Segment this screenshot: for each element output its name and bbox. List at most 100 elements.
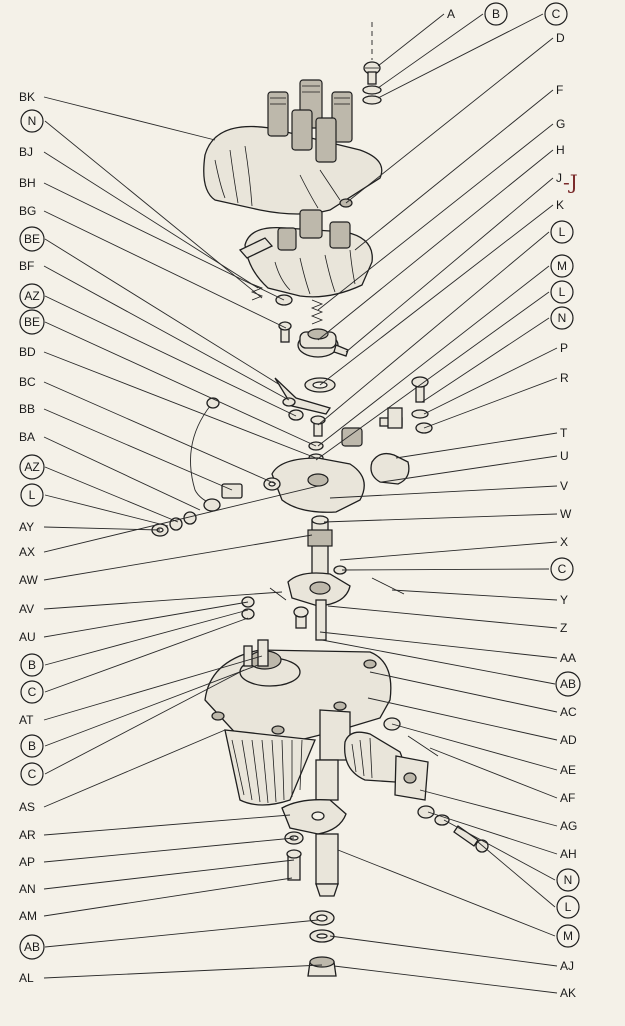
terminal-parts xyxy=(341,376,433,485)
part-label: U xyxy=(560,449,569,463)
left-label-column: BKNBJBHBGBEBFAZBEBDBCBBBAAZLAYAXAWAVAUBC… xyxy=(19,90,323,985)
leader-line xyxy=(43,837,295,863)
label-circle xyxy=(556,895,580,919)
part-label: B xyxy=(28,658,36,672)
label-circle xyxy=(556,868,580,892)
leader-line xyxy=(429,747,558,799)
leader-line xyxy=(43,351,317,459)
label-circle xyxy=(19,226,45,252)
leader-line xyxy=(317,231,550,426)
leader-line xyxy=(44,494,169,527)
leader-line xyxy=(43,210,287,329)
part-label: AV xyxy=(19,602,34,616)
leader-line xyxy=(319,631,558,659)
leader-line xyxy=(477,841,556,908)
part-label: AZ xyxy=(24,289,39,303)
part-label: N xyxy=(558,311,567,325)
part-label: BF xyxy=(19,259,34,273)
right-callout-a: A xyxy=(377,7,455,67)
screw-a xyxy=(362,61,382,105)
part-label: AC xyxy=(560,705,577,719)
part-label: AU xyxy=(19,630,36,644)
part-label: BB xyxy=(19,402,35,416)
left-callout-be: BE xyxy=(19,226,281,386)
right-callout-ak: AK xyxy=(333,965,576,1000)
leader-line xyxy=(43,151,259,289)
leader-line xyxy=(44,120,263,299)
leader-line xyxy=(43,526,161,531)
left-callout-av: AV xyxy=(19,591,283,616)
left-callout-as: AS xyxy=(19,729,226,814)
right-callout-p: P xyxy=(423,341,568,415)
leader-line xyxy=(43,485,319,553)
label-circle xyxy=(20,734,44,758)
right-callout-z: Z xyxy=(327,605,567,635)
part-label: AD xyxy=(560,733,577,747)
leader-line xyxy=(317,149,554,341)
rotor-body xyxy=(238,209,373,325)
handwritten-note: -J xyxy=(563,170,578,194)
leader-line xyxy=(345,177,554,353)
right-callout-w: W xyxy=(323,507,572,523)
leader-line xyxy=(391,589,558,601)
part-label: X xyxy=(560,535,568,549)
leader-line xyxy=(44,669,245,775)
leader-line xyxy=(391,723,558,771)
leader-line xyxy=(327,605,558,629)
left-callout-az: AZ xyxy=(19,454,179,523)
leader-line xyxy=(323,513,558,523)
left-callout-bk: BK xyxy=(19,90,216,141)
leader-line xyxy=(43,814,291,836)
leader-line xyxy=(329,485,558,499)
leader-line xyxy=(317,265,550,447)
left-washers xyxy=(241,596,309,629)
right-callout-t: T xyxy=(395,426,568,459)
part-label: AG xyxy=(560,819,577,833)
part-label: P xyxy=(560,341,568,355)
leader-line xyxy=(43,408,233,491)
part-label: J xyxy=(556,171,562,185)
right-callout-l: L xyxy=(317,220,574,426)
left-callout-bj: BJ xyxy=(19,145,259,289)
left-callout-ax: AX xyxy=(19,485,319,559)
right-callout-ab: AB xyxy=(321,639,581,697)
part-label: BH xyxy=(19,176,36,190)
label-circle xyxy=(20,109,44,133)
leader-line xyxy=(333,965,558,994)
part-label: L xyxy=(565,900,572,914)
right-callout-m: M xyxy=(317,254,574,447)
leader-line xyxy=(341,568,550,571)
part-label: AB xyxy=(24,940,40,954)
left-callout-c: C xyxy=(20,617,249,704)
left-callout-al: AL xyxy=(19,964,323,985)
leader-line xyxy=(337,849,556,937)
leader-line xyxy=(43,265,290,401)
left-callout-be: BE xyxy=(19,309,317,447)
label-circle xyxy=(19,283,45,309)
part-label: BK xyxy=(19,90,35,104)
part-label: BE xyxy=(24,315,40,329)
leader-line xyxy=(395,432,558,459)
left-callout-n: N xyxy=(20,109,263,299)
leader-line xyxy=(44,321,317,447)
leader-line xyxy=(377,13,484,89)
right-callout-n: N xyxy=(443,819,580,892)
leader-line xyxy=(44,295,297,417)
leader-line xyxy=(43,182,285,301)
part-label: B xyxy=(28,739,36,753)
part-label: AH xyxy=(560,847,577,861)
part-label: H xyxy=(556,143,565,157)
leader-line xyxy=(427,811,558,855)
left-callout-ba: BA xyxy=(19,430,201,511)
left-callout-bc: BC xyxy=(19,375,277,485)
right-callout-d: D xyxy=(345,31,565,204)
part-label: M xyxy=(557,259,567,273)
left-callout-bf: BF xyxy=(19,259,290,401)
part-label: AA xyxy=(560,651,576,665)
part-label: C xyxy=(558,562,567,576)
label-circle xyxy=(556,924,580,948)
part-label: BE xyxy=(24,232,40,246)
right-callout-ah: AH xyxy=(427,811,577,861)
